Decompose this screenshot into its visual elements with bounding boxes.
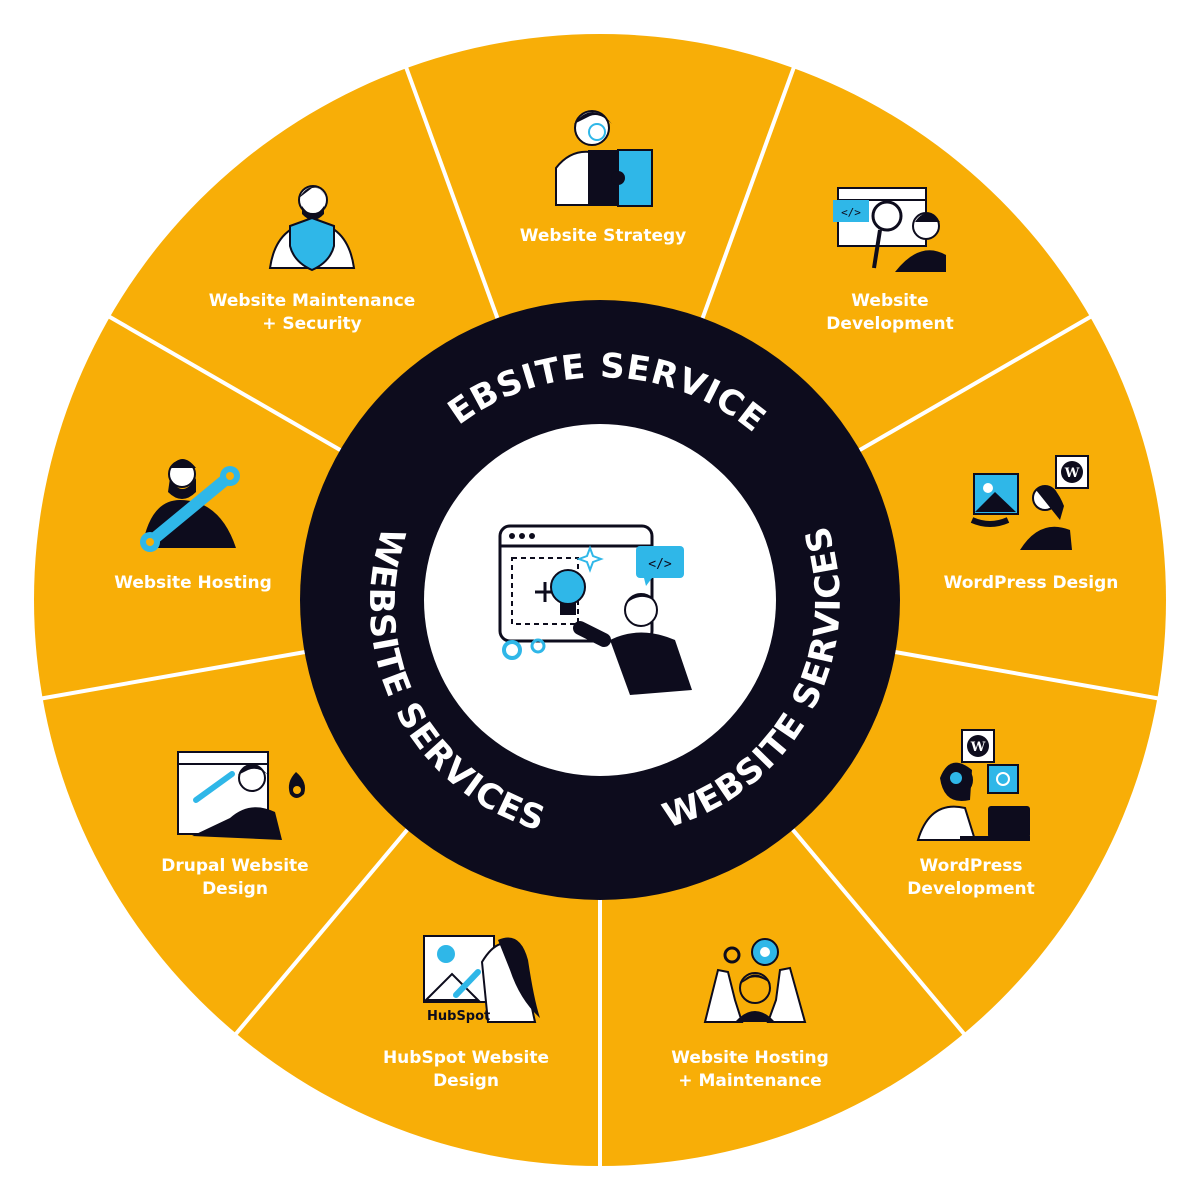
segment-label-website-maintenance-security: Website Maintenance + Security [208, 291, 416, 334]
segment-dividers [38, 63, 1162, 1170]
segment-label-wordpress-development: WordPress Development [907, 856, 1035, 899]
svg-text:</>: </> [648, 557, 672, 572]
code-magnifier-person-icon: </> [833, 187, 946, 272]
wordpress-laptop-person-icon: W [916, 729, 1030, 841]
segment-divider [850, 313, 1095, 457]
svg-text:W: W [970, 740, 986, 755]
drupal-drawing-person-icon [177, 751, 305, 840]
puzzle-person-icon [555, 110, 653, 207]
shield-person-icon [268, 185, 356, 272]
segment-label-website-development: Website Development [826, 291, 954, 334]
segment-divider [784, 820, 968, 1038]
wrench-person-icon [140, 459, 240, 552]
wordpress-image-person-icon: W [970, 455, 1089, 550]
hubspot-drawing-person-icon: HubSpot [423, 935, 540, 1024]
hubspot-logo: HubSpot [427, 1009, 490, 1024]
segment-label-wordpress-design: WordPress Design [943, 573, 1119, 593]
segment-label-website-hosting: Website Hosting [114, 573, 272, 593]
segment-divider [38, 648, 315, 701]
segment-divider [697, 63, 797, 329]
segment-label-hubspot-website-design: HubSpot Website Design [382, 1048, 550, 1091]
svg-text:W: W [1064, 466, 1080, 481]
segment-divider [105, 313, 350, 457]
segment-label-website-hosting-maintenance: Website Hosting + Maintenance [671, 1048, 829, 1091]
segment-label-drupal-website-design: Drupal Website Design [161, 856, 309, 899]
segment-label-website-strategy: Website Strategy [519, 226, 687, 246]
segment-divider [403, 63, 503, 329]
segment-divider [232, 820, 416, 1038]
svg-text:</>: </> [841, 206, 861, 219]
gears-person-icon [703, 938, 807, 1023]
segment-divider [885, 648, 1162, 701]
idea-lightbulb-person-icon: </> [498, 524, 692, 695]
